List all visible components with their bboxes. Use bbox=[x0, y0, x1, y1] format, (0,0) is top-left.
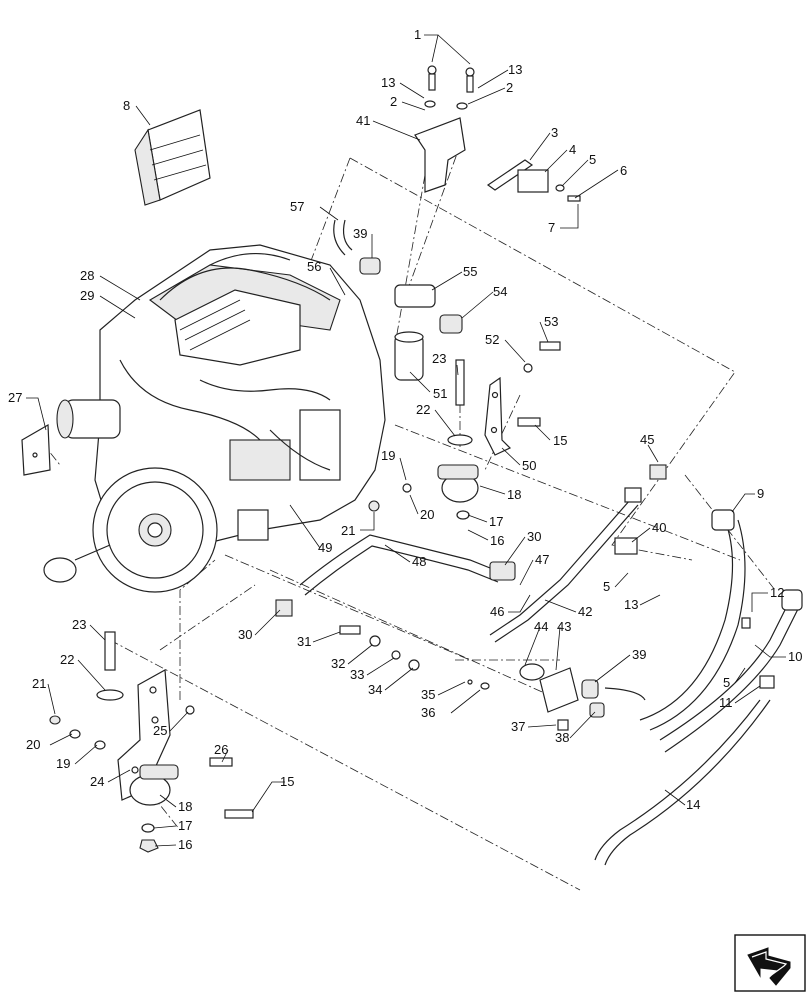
callout-5: 5 bbox=[723, 675, 730, 690]
callout-38: 38 bbox=[555, 730, 569, 745]
callout-20: 20 bbox=[26, 737, 40, 752]
callout-2: 2 bbox=[506, 80, 513, 95]
engine-block bbox=[43, 244, 386, 593]
callout-32: 32 bbox=[331, 656, 345, 671]
callout-46: 46 bbox=[490, 604, 504, 619]
callout-42: 42 bbox=[578, 604, 592, 619]
bracket-41 bbox=[414, 65, 475, 193]
callout-16: 16 bbox=[490, 533, 504, 548]
callout-4: 4 bbox=[569, 142, 576, 157]
callout-16: 16 bbox=[178, 837, 192, 852]
callout-30: 30 bbox=[238, 627, 252, 642]
callout-34: 34 bbox=[368, 682, 382, 697]
callout-43: 43 bbox=[557, 619, 571, 634]
callout-47: 47 bbox=[535, 552, 549, 567]
callout-20: 20 bbox=[420, 507, 434, 522]
callout-17: 17 bbox=[489, 514, 503, 529]
callout-57: 57 bbox=[290, 199, 304, 214]
lower-hardware bbox=[275, 599, 490, 690]
leader-lines bbox=[26, 34, 786, 847]
callout-24: 24 bbox=[90, 774, 104, 789]
wire-harness-14 bbox=[594, 699, 771, 866]
callout-13: 13 bbox=[381, 75, 395, 90]
callout-14: 14 bbox=[686, 797, 700, 812]
pump-sender-assembly bbox=[519, 617, 775, 731]
callout-50: 50 bbox=[522, 458, 536, 473]
callout-15: 15 bbox=[553, 433, 567, 448]
callout-39: 39 bbox=[353, 226, 367, 241]
callout-labels: 1 13 13 2 2 8 41 3 4 5 6 7 57 39 55 56 5… bbox=[8, 27, 802, 852]
callout-56: 56 bbox=[307, 259, 321, 274]
callout-53: 53 bbox=[544, 314, 558, 329]
callout-51: 51 bbox=[433, 386, 447, 401]
callout-17: 17 bbox=[178, 818, 192, 833]
next-page-arrow-icon bbox=[747, 947, 791, 986]
callout-54: 54 bbox=[493, 284, 507, 299]
bracket-50 bbox=[484, 376, 512, 456]
callout-3: 3 bbox=[551, 125, 558, 140]
callout-44: 44 bbox=[534, 619, 548, 634]
callout-5: 5 bbox=[603, 579, 610, 594]
callout-39: 39 bbox=[632, 647, 646, 662]
callout-23: 23 bbox=[432, 351, 446, 366]
callout-13: 13 bbox=[624, 597, 638, 612]
callout-2: 2 bbox=[390, 94, 397, 109]
callout-33: 33 bbox=[350, 667, 364, 682]
callout-12: 12 bbox=[770, 585, 784, 600]
callout-41: 41 bbox=[356, 113, 370, 128]
callout-19: 19 bbox=[381, 448, 395, 463]
callout-18: 18 bbox=[507, 487, 521, 502]
callout-27: 27 bbox=[8, 390, 22, 405]
callout-22: 22 bbox=[416, 402, 430, 417]
engine-mount-lower bbox=[49, 631, 254, 853]
callout-21: 21 bbox=[341, 523, 355, 538]
callout-40: 40 bbox=[652, 520, 666, 535]
assembly-lines bbox=[39, 139, 776, 891]
callout-48: 48 bbox=[412, 554, 426, 569]
next-page-button[interactable] bbox=[734, 934, 806, 992]
callout-37: 37 bbox=[511, 719, 525, 734]
callout-13: 13 bbox=[508, 62, 522, 77]
callout-29: 29 bbox=[80, 288, 94, 303]
callout-19: 19 bbox=[56, 756, 70, 771]
callout-36: 36 bbox=[421, 705, 435, 720]
callout-8: 8 bbox=[123, 98, 130, 113]
callout-1: 1 bbox=[414, 27, 421, 42]
hose-lines bbox=[299, 464, 803, 753]
callout-9: 9 bbox=[757, 486, 764, 501]
callout-15: 15 bbox=[280, 774, 294, 789]
callout-45: 45 bbox=[640, 432, 654, 447]
callout-31: 31 bbox=[297, 634, 311, 649]
callout-25: 25 bbox=[153, 723, 167, 738]
callout-28: 28 bbox=[80, 268, 94, 283]
ecu-module bbox=[134, 109, 211, 206]
callout-5: 5 bbox=[589, 152, 596, 167]
relay-assembly bbox=[486, 159, 581, 202]
callout-21: 21 bbox=[32, 676, 46, 691]
callout-7: 7 bbox=[548, 220, 555, 235]
callout-23: 23 bbox=[72, 617, 86, 632]
callout-55: 55 bbox=[463, 264, 477, 279]
callout-22: 22 bbox=[60, 652, 74, 667]
callout-18: 18 bbox=[178, 799, 192, 814]
callout-10: 10 bbox=[788, 649, 802, 664]
callout-30: 30 bbox=[527, 529, 541, 544]
callout-49: 49 bbox=[318, 540, 332, 555]
callout-26: 26 bbox=[214, 742, 228, 757]
callout-52: 52 bbox=[485, 332, 499, 347]
fuel-filter-assembly bbox=[333, 219, 463, 381]
bracket-27 bbox=[21, 423, 51, 476]
callout-6: 6 bbox=[620, 163, 627, 178]
engine-mount-upper bbox=[368, 341, 561, 520]
callout-35: 35 bbox=[421, 687, 435, 702]
callout-11: 11 bbox=[719, 695, 733, 710]
